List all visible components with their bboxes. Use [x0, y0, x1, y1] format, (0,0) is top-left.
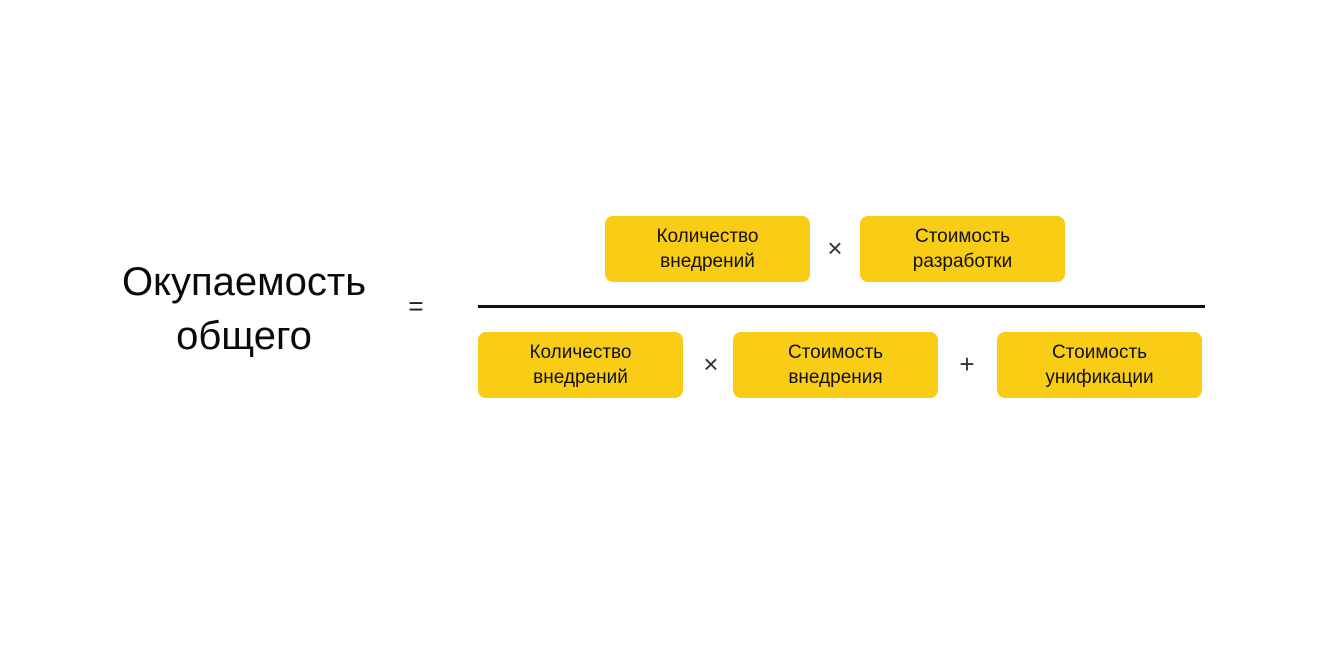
term-line-2: унификации — [1045, 367, 1154, 388]
formula-lhs-label: Окупаемость общего — [104, 255, 384, 363]
term-line-1: Количество — [656, 226, 759, 247]
term-line-1: Стоимость — [1051, 342, 1148, 363]
lhs-line-2: общего — [176, 314, 312, 358]
term-line-2: внедрения — [788, 367, 883, 388]
denominator-term-implementation-cost: Стоимость внедрения — [733, 332, 938, 398]
fraction-line — [478, 305, 1205, 308]
denominator-term-implementations-count: Количество внедрений — [478, 332, 683, 398]
numerator-term-development-cost: Стоимость разработки — [860, 216, 1065, 282]
numerator-term-implementations-count: Количество внедрений — [605, 216, 810, 282]
term-line-2: внедрений — [660, 251, 755, 272]
term-line-1: Стоимость — [787, 342, 884, 363]
term-line-1: Количество — [529, 342, 632, 363]
term-line-2: разработки — [912, 251, 1013, 272]
equals-sign: = — [408, 291, 424, 321]
multiply-operator: × — [827, 233, 843, 263]
lhs-line-1: Окупаемость — [121, 260, 367, 304]
plus-operator: + — [959, 349, 975, 379]
multiply-operator: × — [703, 349, 719, 379]
term-line-1: Стоимость — [914, 226, 1011, 247]
term-line-2: внедрений — [533, 367, 628, 388]
denominator-term-unification-cost: Стоимость унификации — [997, 332, 1202, 398]
